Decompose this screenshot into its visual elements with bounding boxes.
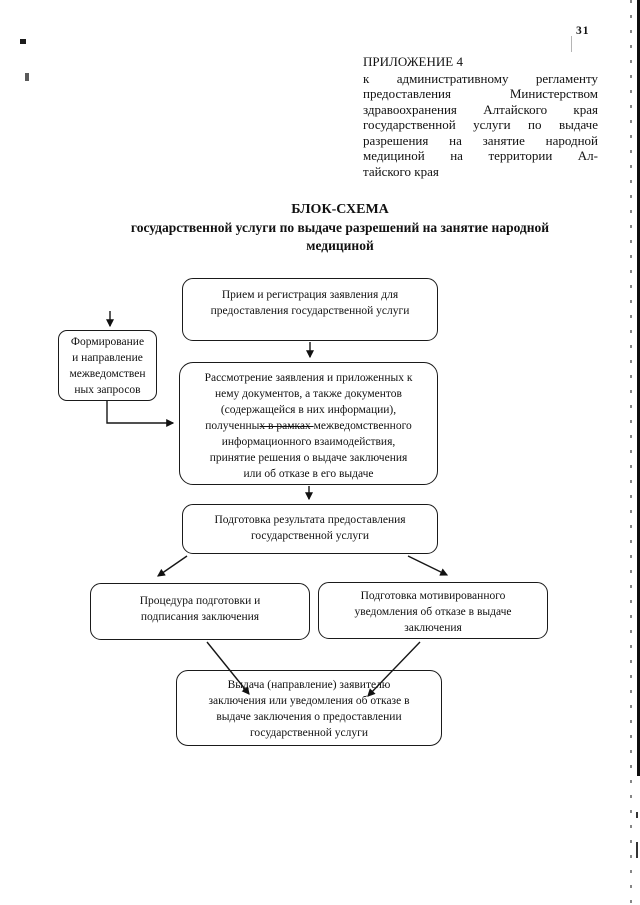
header-line: к административному регламенту [363, 70, 598, 86]
flow-box-reception: Прием и регистрация заявления для предос… [182, 278, 438, 341]
document-title: БЛОК-СХЕМА государственной услуги по выд… [90, 200, 590, 255]
scan-fold-dashed-line [630, 0, 632, 905]
text-fragment: межведомственного [313, 420, 412, 432]
flow-box-line: Выдача (направление) заявителю [227, 679, 391, 691]
flow-box-line: заключения [404, 622, 462, 634]
flow-box-line-strikethrough: полученных в рамках межведомственного [180, 418, 437, 434]
flow-box-line: Процедура подготовки и [139, 595, 261, 607]
header-line: разрешения на занятие народной [363, 132, 598, 148]
flow-box-line: государственной услуги [250, 530, 370, 542]
flow-box-line: Формирование [70, 336, 145, 348]
title-subtitle-line: государственной услуги по выдаче разреше… [130, 220, 550, 235]
flow-box-line: нему документов, а также документов [215, 388, 402, 400]
flow-box-line: уведомления об отказе в выдаче [354, 606, 512, 618]
flow-box-line: Подготовка мотивированного [360, 590, 506, 602]
flow-box-conclusion-signing: Процедура подготовки и подписания заключ… [90, 583, 310, 640]
header-line: государственной услуги по выдаче [363, 117, 598, 132]
header-line: предоставления Министерством [363, 86, 598, 101]
title-heading: БЛОК-СХЕМА [291, 202, 389, 217]
flow-box-line: Подготовка результата предоставления [214, 514, 406, 526]
header-line: медициной на территории Ал- [363, 148, 598, 163]
flow-box-line: или об отказе в его выдаче [243, 468, 374, 480]
appendix-title: ПРИЛОЖЕНИЕ 4 [363, 54, 463, 69]
flow-box-line: государственной услуги [249, 727, 369, 739]
flow-box-line: предоставления государственной услуги [210, 305, 410, 317]
flow-box-refusal-notice: Подготовка мотивированного уведомления о… [318, 582, 548, 639]
flow-box-line: Прием и регистрация заявления для [221, 289, 399, 301]
page-number: 31 [576, 25, 590, 37]
text-fragment: полученны [205, 420, 260, 432]
arrow-result-to-refusal [407, 555, 449, 576]
flow-box-line: подписания заключения [140, 611, 260, 623]
scan-right-edge-mark [636, 812, 638, 818]
title-subtitle-line: медициной [306, 238, 374, 253]
scan-artifact-mark [25, 73, 29, 81]
flow-box-line: принятие решения о выдаче заключения [209, 452, 408, 464]
arrow-result-to-procedure [157, 555, 188, 577]
scan-right-edge-bar [636, 0, 640, 776]
arrow-interagency-to-review [106, 401, 175, 427]
flow-box-line: выдаче заключения о предоставлении [216, 711, 402, 723]
scan-artifact-dot [20, 39, 26, 44]
struck-text-fragment: х в рамках [259, 420, 314, 432]
appendix-header: ПРИЛОЖЕНИЕ 4 к административному регламе… [363, 54, 598, 179]
flow-box-review: Рассмотрение заявления и приложенных к н… [179, 362, 438, 485]
flow-box-issue-result: Выдача (направление) заявителю заключени… [176, 670, 442, 746]
header-line: тайского края [363, 163, 439, 179]
flow-box-line: ных запросов [74, 384, 141, 396]
flow-box-line: заключения или уведомления об отказе в [208, 695, 410, 707]
scan-artifact-line [571, 36, 572, 52]
scan-right-edge-mark [636, 842, 638, 858]
flow-box-line: и направление [72, 352, 143, 364]
flow-box-result-preparation: Подготовка результата предоставления гос… [182, 504, 438, 554]
flow-box-line: (содержащейся в них информации), [220, 404, 397, 416]
flow-box-line: межведомствен [69, 368, 146, 380]
flow-box-interagency-requests: Формирование и направление межведомствен… [58, 330, 157, 401]
header-line: здравоохранения Алтайского края [363, 101, 598, 117]
flow-box-line: информационного взаимодействия, [221, 436, 396, 448]
flow-box-line: Рассмотрение заявления и приложенных к [204, 372, 413, 384]
